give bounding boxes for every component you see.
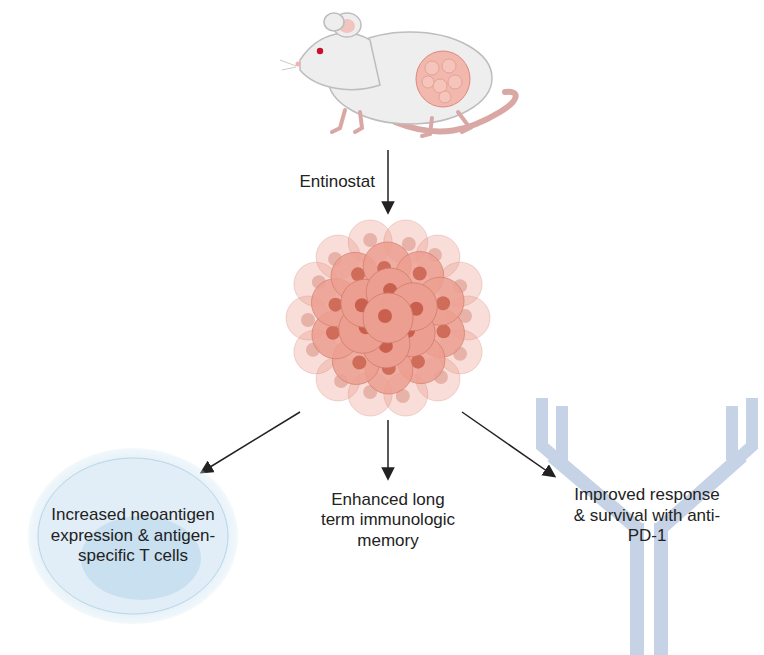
treatment-arrow	[387, 150, 389, 212]
node-text-box: Increased neoantigen expression & antige…	[36, 478, 230, 594]
antibody-node: Improved response & survival with anti-P…	[530, 398, 764, 655]
node-text-box: Improved response & survival with anti-P…	[570, 460, 724, 572]
mouse-illustration	[280, 13, 520, 136]
mouse-eye	[317, 48, 323, 54]
tumor-lump	[416, 51, 470, 107]
mouse-head	[300, 33, 380, 89]
outcome-text: Enhanced long term immunologic memory	[312, 490, 464, 551]
tumor-cell	[363, 293, 413, 343]
outcome-arrow	[387, 420, 389, 478]
node-text: Improved response & survival with anti-P…	[570, 485, 724, 546]
tumor-cluster	[286, 220, 490, 416]
drug-label: Entinostat	[255, 172, 375, 192]
node-text: Increased neoantigen expression & antige…	[36, 505, 230, 566]
cell-node: Increased neoantigen expression & antige…	[28, 448, 238, 624]
outcome-arrow	[202, 412, 300, 472]
